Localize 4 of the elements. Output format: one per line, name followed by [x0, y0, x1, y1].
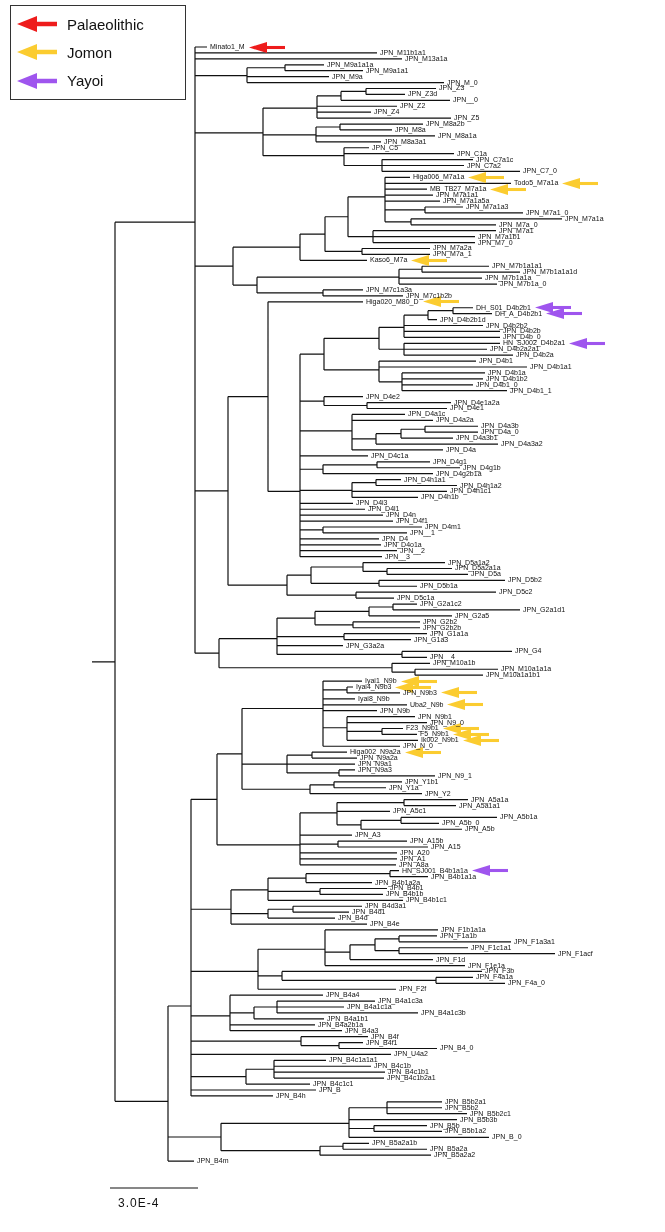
- legend-label: Palaeolithic: [67, 15, 144, 33]
- legend-label: Yayoi: [67, 72, 104, 90]
- legend-label: Jomon: [67, 44, 113, 61]
- scale-label: 3.0E-4: [118, 1196, 160, 1210]
